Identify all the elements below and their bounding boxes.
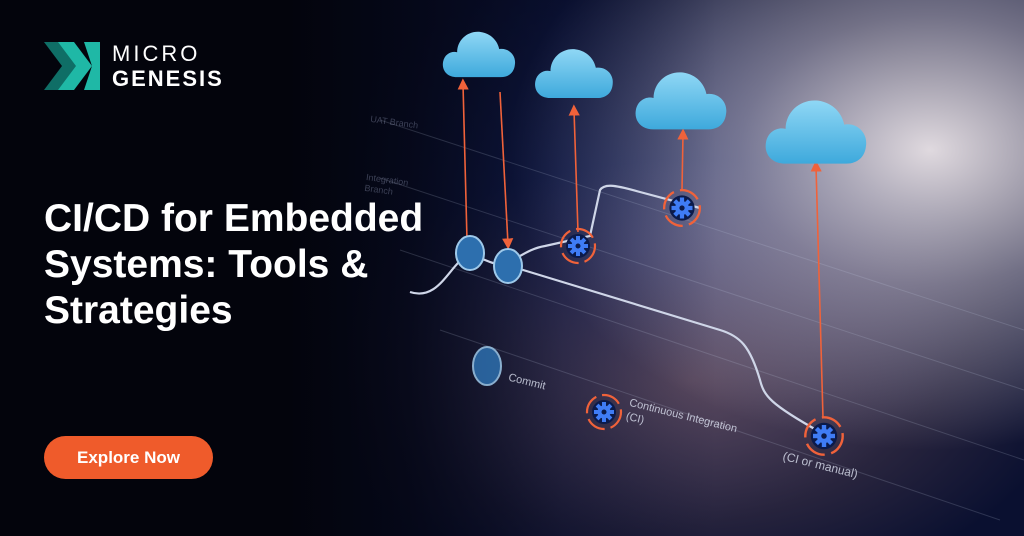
cloud-icon — [442, 31, 516, 78]
title-line-1: CI/CD for Embedded — [44, 197, 424, 240]
pipeline-path-lower — [509, 264, 821, 433]
explore-now-button[interactable]: Explore Now — [44, 436, 213, 479]
guide-lines — [379, 119, 1024, 521]
gear-icon — [585, 393, 623, 431]
gear-icon — [559, 227, 597, 265]
logo-text: MICRO GENESIS — [112, 40, 224, 91]
brand-name-line1: MICRO — [112, 40, 201, 66]
page-title: CI/CD for Embedded Systems: Tools & Stra… — [44, 196, 514, 334]
brand-logo[interactable]: MICRO GENESIS — [44, 40, 224, 92]
title-line-2: Systems: Tools & — [44, 243, 369, 286]
commit-node-icon — [455, 235, 523, 386]
gear-icon — [662, 188, 702, 228]
brand-name-line2: GENESIS — [112, 65, 224, 91]
arrows — [457, 78, 824, 419]
title-line-3: Strategies — [44, 289, 233, 332]
cloud-icon — [635, 72, 727, 130]
cloud-icon — [765, 100, 867, 164]
cloud-icon — [535, 49, 613, 99]
gear-icon — [804, 416, 844, 456]
logo-mark-icon — [44, 42, 100, 90]
